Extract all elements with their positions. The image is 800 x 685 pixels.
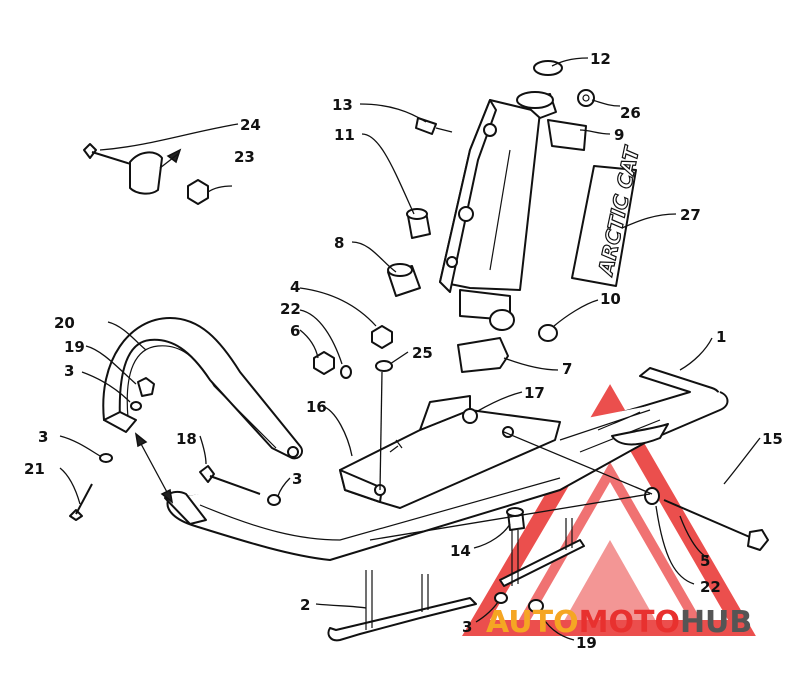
assembly-arrow bbox=[134, 432, 174, 504]
bolt-24-assembly bbox=[83, 143, 209, 205]
callout-23: 23 bbox=[234, 148, 255, 166]
spring-20 bbox=[102, 317, 303, 460]
leader-lines bbox=[59, 57, 761, 641]
callout-5: 5 bbox=[700, 552, 710, 570]
bumper-7 bbox=[457, 337, 509, 373]
callout-2: 2 bbox=[300, 596, 310, 614]
callout-17: 17 bbox=[524, 384, 545, 402]
callout-13: 13 bbox=[332, 96, 353, 114]
callout-10: 10 bbox=[600, 290, 621, 308]
callout-3b: 3 bbox=[38, 428, 48, 446]
ski-saddle bbox=[339, 395, 561, 509]
decal-27: ARCTIC CAT bbox=[571, 143, 645, 287]
callout-6: 6 bbox=[290, 322, 300, 340]
callout-4: 4 bbox=[290, 278, 300, 296]
callout-21: 21 bbox=[24, 460, 45, 478]
callout-15: 15 bbox=[762, 430, 783, 448]
callout-3d: 3 bbox=[462, 618, 472, 636]
callout-16: 16 bbox=[306, 398, 327, 416]
sleeve-8 bbox=[387, 263, 421, 297]
callout-24: 24 bbox=[240, 116, 261, 134]
svg-text:AUTOMOTOHUB: AUTOMOTOHUB bbox=[486, 605, 752, 640]
watermark-hub: HUB bbox=[680, 605, 752, 640]
watermark-auto: AUTO bbox=[486, 605, 579, 640]
nut-26 bbox=[577, 89, 595, 107]
callout-11: 11 bbox=[334, 126, 355, 144]
bushing-11 bbox=[406, 208, 431, 239]
hardware-spring-cluster bbox=[69, 377, 155, 521]
spindle-housing bbox=[439, 91, 587, 331]
callout-labels: 1 2 3 3 3 3 4 5 6 7 8 9 10 11 12 13 14 1… bbox=[24, 50, 783, 652]
ski-runner bbox=[327, 518, 585, 642]
callout-22b: 22 bbox=[700, 578, 721, 596]
callout-8: 8 bbox=[334, 234, 344, 252]
watermark-moto: MOTO bbox=[579, 605, 680, 640]
bushing-10 bbox=[538, 324, 558, 342]
callout-3a: 3 bbox=[64, 362, 74, 380]
callout-1: 1 bbox=[716, 328, 726, 346]
grease-fitting-13 bbox=[415, 117, 453, 135]
callout-19a: 19 bbox=[64, 338, 85, 356]
callout-25: 25 bbox=[412, 344, 433, 362]
callout-7: 7 bbox=[562, 360, 572, 378]
hardware-left-cluster bbox=[313, 325, 393, 491]
callout-14: 14 bbox=[450, 542, 471, 560]
callout-20: 20 bbox=[54, 314, 75, 332]
callout-22a: 22 bbox=[280, 300, 301, 318]
callout-19b: 19 bbox=[576, 634, 597, 652]
callout-3c: 3 bbox=[292, 470, 302, 488]
bolt-15-assembly bbox=[369, 431, 769, 613]
callout-27: 27 bbox=[680, 206, 701, 224]
callout-12: 12 bbox=[590, 50, 611, 68]
callout-18: 18 bbox=[176, 430, 197, 448]
bolt-18-assembly bbox=[199, 465, 281, 506]
callout-26: 26 bbox=[620, 104, 641, 122]
watermark-text: AUTOMOTOHUB bbox=[486, 605, 752, 640]
callout-9: 9 bbox=[614, 126, 624, 144]
